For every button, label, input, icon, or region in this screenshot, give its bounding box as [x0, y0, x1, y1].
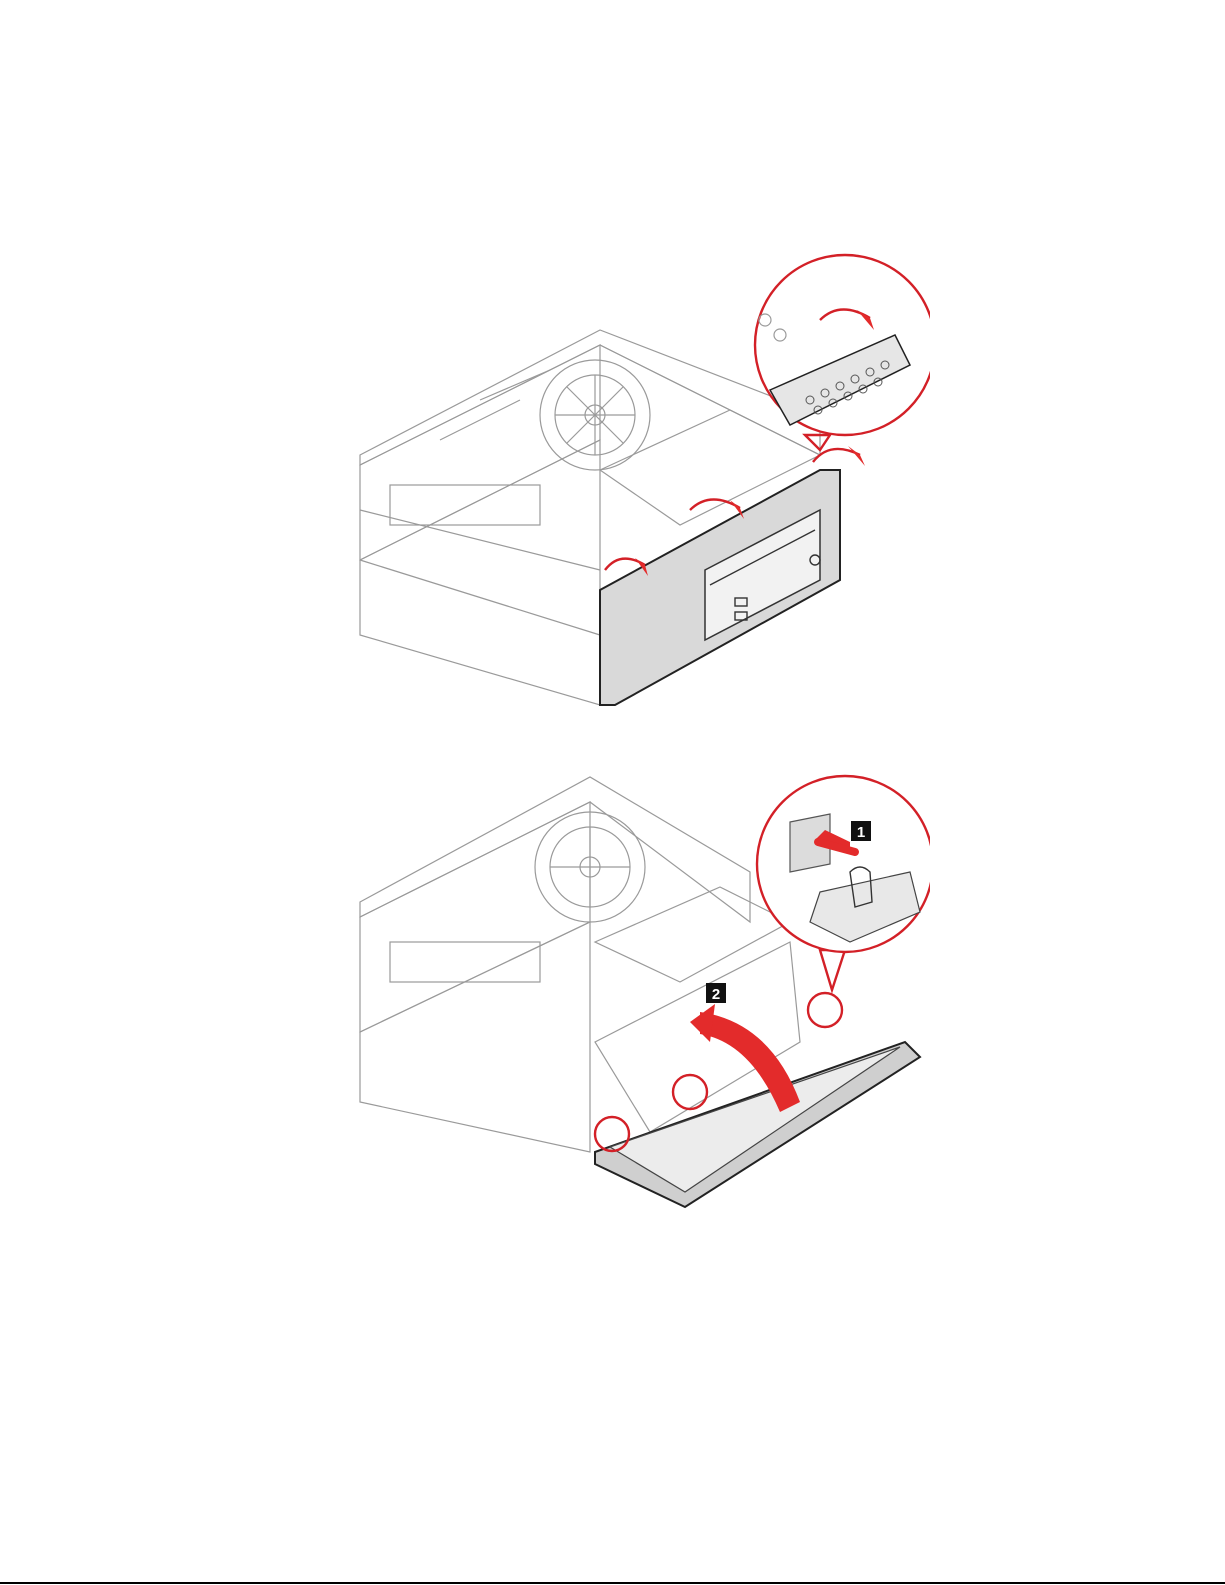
chassis-outline-2	[360, 777, 800, 1152]
zoom-callout	[755, 255, 930, 450]
illustration-computer-open-bezel	[350, 240, 930, 715]
step-badge-1: 1	[851, 821, 871, 841]
page-footer-rule	[0, 1582, 1225, 1584]
illustration-computer-bezel-swing: 1 2	[350, 772, 930, 1222]
zoom-callout-2	[757, 776, 930, 990]
clip-marker-3	[808, 993, 842, 1027]
step-badge-2-label: 2	[712, 986, 720, 1003]
step-badge-2: 2	[706, 983, 726, 1003]
step-badge-1-label: 1	[857, 824, 865, 841]
release-arrow-2	[690, 499, 740, 510]
figure-bezel-removal-steps: 1 2	[350, 772, 930, 1222]
clip-marker-2	[673, 1075, 707, 1109]
figure-release-bezel-clips	[350, 240, 930, 715]
